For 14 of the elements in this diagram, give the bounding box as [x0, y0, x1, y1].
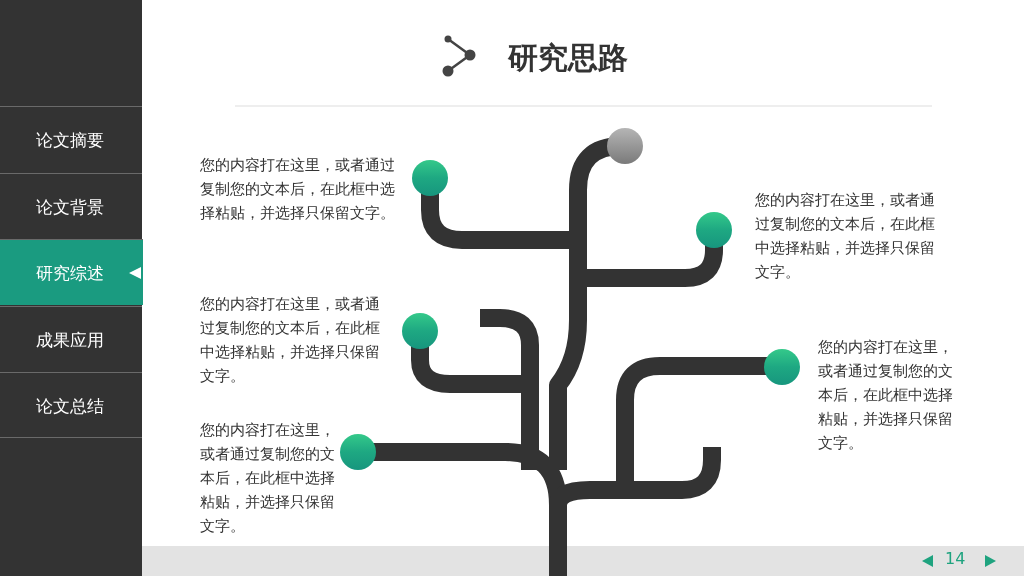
text-paragraph: 您的内容打在这里，或者通过复制您的文本后，在此框中选择粘贴，并选择只保留文字。 [818, 338, 954, 453]
slide-title: 研究思路 [508, 39, 628, 77]
text-paragraph: 您的内容打在这里，或者通过复制您的文本后，在此框中选择粘贴，并选择只保留文字。 [200, 156, 396, 223]
page-number: 14 [945, 549, 966, 568]
active-menu-item [0, 239, 143, 305]
menu-label: 论文摘要 [36, 129, 104, 152]
menu-label: 论文总结 [36, 395, 104, 418]
text-paragraph: 您的内容打在这里，或者通过复制您的文本后，在此框中选择粘贴，并选择只保留文字。 [200, 295, 381, 386]
menu-item [0, 372, 142, 438]
menu-label: 论文背景 [36, 195, 104, 219]
text-paragraph: 您的内容打在这里，或者通过复制您的文本后，在此框中选择粘贴，并选择只保留文字。 [755, 191, 936, 282]
menu-label: 研究综述 [36, 262, 104, 285]
text-paragraph: 您的内容打在这里，或者通过复制您的文本后，在此框中选择粘贴，并选择只保留文字。 [200, 421, 336, 536]
menu-label: 成果应用 [36, 328, 104, 352]
